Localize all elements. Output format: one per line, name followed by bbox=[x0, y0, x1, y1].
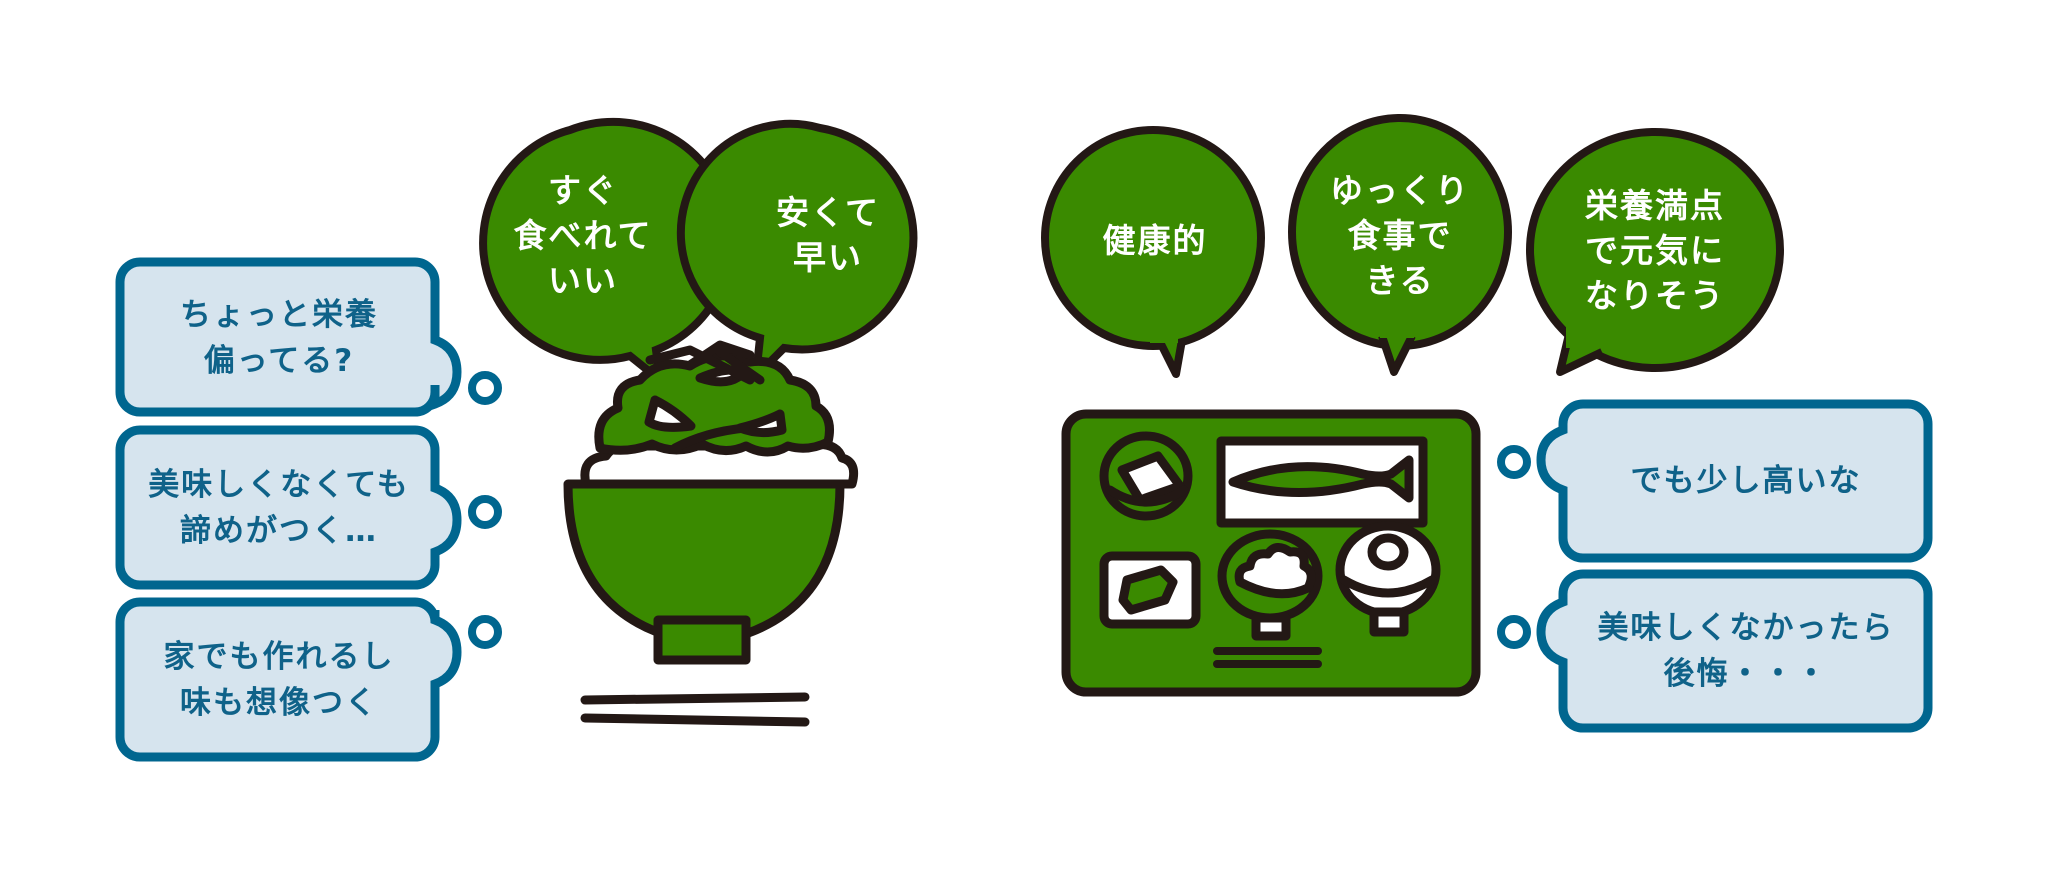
speech-bubble-eat-leisurely: ゆっくり 食事で きる bbox=[1330, 170, 1470, 300]
thought-bubble-unbalanced-nutrition: ちょっと栄養 偏ってる? bbox=[180, 297, 378, 379]
thought-bubble-shape-1 bbox=[115, 257, 462, 417]
donburi-bowl-icon bbox=[563, 340, 859, 727]
thought-bubble-shape-4 bbox=[1536, 399, 1933, 563]
speech-bubble-shape-4 bbox=[1288, 114, 1512, 376]
thought-bubble-shape-5 bbox=[1536, 569, 1933, 733]
thought-bubble-can-make-at-home: 家でも作れるし 味も想像つく bbox=[163, 639, 395, 721]
speech-bubble-cheap-and-fast: 安くて 早い bbox=[775, 193, 880, 277]
thought-bubble-regret-if-bad: 美味しくなかったら 後悔・・・ bbox=[1597, 610, 1895, 692]
speech-bubble-nutritious-energized: 栄養満点 で元気に なりそう bbox=[1585, 185, 1725, 315]
set-meal-tray-icon bbox=[1061, 409, 1481, 697]
speech-bubble-quick-to-eat: すぐ 食べれて いい bbox=[513, 170, 653, 300]
thought-bubble-shape-2 bbox=[115, 425, 462, 590]
thought-bubble-can-give-up-if-bad: 美味しくなくても 諦めがつく… bbox=[148, 467, 410, 549]
speech-bubble-healthy: 健康的 bbox=[1102, 220, 1208, 260]
speech-bubble-shape-3 bbox=[1041, 126, 1265, 378]
thought-bubble-shape-3 bbox=[115, 597, 462, 762]
speech-bubble-shape-5 bbox=[1526, 128, 1784, 376]
thought-bubble-bit-expensive: でも少し高いな bbox=[1630, 463, 1862, 499]
